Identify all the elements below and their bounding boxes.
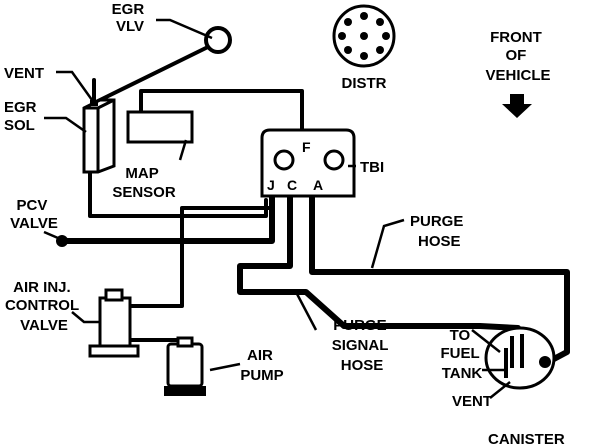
pcv-valve-label-1: PCV bbox=[16, 197, 47, 214]
vent-bottom-label: VENT bbox=[452, 393, 492, 410]
to-fuel-tank-label-2: FUEL bbox=[440, 345, 479, 362]
map-sensor bbox=[126, 110, 194, 144]
egr-valve-hose bbox=[94, 42, 216, 104]
egr-vlv-label-1: EGR bbox=[112, 1, 145, 18]
map-sensor-label-2: SENSOR bbox=[112, 184, 176, 201]
tbi-injector-right bbox=[323, 149, 345, 171]
pcv-hose bbox=[61, 193, 275, 244]
tbi-injector-left bbox=[273, 149, 295, 171]
purge-hose-label-1: PURGE bbox=[410, 213, 463, 230]
purge-signal-label-1: PURGE bbox=[333, 317, 386, 334]
front-arrow-icon bbox=[502, 94, 532, 118]
to-fuel-tank-label-1: TO bbox=[450, 327, 471, 344]
air-pump-hose bbox=[126, 320, 184, 344]
pcv-valve bbox=[56, 235, 68, 247]
purge-signal-label-2: SIGNAL bbox=[332, 337, 389, 354]
tbi-unit bbox=[260, 128, 356, 198]
purge-hose-label-2: HOSE bbox=[418, 233, 461, 250]
air-pump bbox=[164, 336, 206, 396]
pcv-valve-label-2: VALVE bbox=[10, 215, 58, 232]
air-pump-label-1: AIR bbox=[247, 347, 273, 364]
distr-label: DISTR bbox=[342, 75, 387, 92]
egr-vlv-label-2: VLV bbox=[116, 18, 144, 35]
leader-lines bbox=[43, 18, 511, 399]
air-inj-label-3: VALVE bbox=[20, 317, 68, 334]
to-fuel-tank-label-3: TANK bbox=[442, 365, 483, 382]
tbi-port-c-label: C bbox=[287, 177, 297, 193]
tbi-port-j-label: J bbox=[267, 177, 275, 193]
egr-valve bbox=[204, 26, 232, 54]
purge-signal-hose bbox=[237, 193, 521, 331]
front-label-3: VEHICLE bbox=[485, 67, 550, 84]
map-sensor-hose bbox=[139, 89, 304, 134]
svg-text:MAP SENSOR: MAP SENSOR bbox=[112, 165, 176, 201]
air-pump-label-2: PUMP bbox=[240, 367, 283, 384]
svg-text:PCV VALVE: PCV VALVE bbox=[10, 197, 58, 232]
front-label-1: FRONT bbox=[490, 29, 542, 46]
svg-text:EGR VLV: EGR VLV bbox=[112, 1, 149, 35]
svg-text:AIR PUMP: AIR PUMP bbox=[240, 347, 283, 384]
svg-text:PURGE SIGNAL HOSE: PURGE SIGNAL HOSE bbox=[332, 317, 393, 374]
hoses bbox=[61, 42, 570, 363]
svg-text:AIR INJ. CONTROL VALVE: AIR INJ. CONTROL VALVE bbox=[5, 279, 83, 334]
svg-text:FRONT OF VEHICLE: FRONT OF VEHICLE bbox=[485, 29, 550, 84]
air-inj-vacuum-hose bbox=[128, 206, 272, 308]
tbi-port-f-label: F bbox=[302, 139, 311, 155]
air-inj-label-2: CONTROL bbox=[5, 297, 79, 314]
svg-text:PURGE HOSE: PURGE HOSE bbox=[410, 213, 468, 250]
egr-sol-label-2: SOL bbox=[4, 117, 35, 134]
map-sensor-label-1: MAP bbox=[125, 165, 158, 182]
canister bbox=[484, 326, 556, 390]
tbi-label: TBI bbox=[360, 159, 384, 176]
svg-text:TO FUEL TANK: TO FUEL TANK bbox=[440, 327, 483, 382]
tbi-port-a-label: A bbox=[313, 177, 323, 193]
egr-sol-label-1: EGR bbox=[4, 99, 37, 116]
svg-text:EGR SOL: EGR SOL bbox=[4, 99, 41, 134]
air-inj-label-1: AIR INJ. bbox=[13, 279, 71, 296]
purge-hose bbox=[309, 193, 570, 363]
purge-signal-label-3: HOSE bbox=[341, 357, 384, 374]
vent-top-label: VENT bbox=[4, 65, 44, 82]
canister-label: CANISTER bbox=[488, 431, 565, 448]
front-label-2: OF bbox=[505, 47, 526, 64]
egr-solenoid bbox=[82, 98, 116, 174]
distributor-cap bbox=[332, 4, 396, 68]
